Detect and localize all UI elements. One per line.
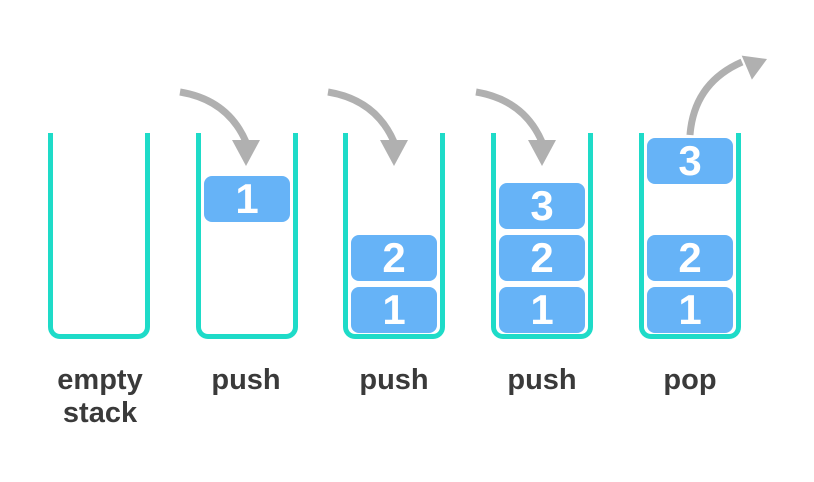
stack-block: 3 — [499, 183, 585, 229]
stage-label: push — [507, 364, 577, 396]
stack-block: 2 — [351, 235, 437, 281]
stack-container-push-1: 1 — [196, 133, 298, 339]
stack-container-empty — [48, 133, 150, 339]
stack-block: 1 — [351, 287, 437, 333]
stack-container-pop: 3 2 1 — [639, 133, 741, 339]
push-arrow-icon — [179, 88, 260, 166]
pop-arrow-icon — [686, 55, 767, 136]
stage-label: push — [211, 364, 281, 396]
stage-label: push — [359, 364, 429, 396]
stack-block: 2 — [647, 235, 733, 281]
push-arrow-icon — [475, 88, 556, 166]
stack-block: 1 — [647, 287, 733, 333]
stack-block: 2 — [499, 235, 585, 281]
stage-label: pop — [663, 364, 717, 396]
stack-container-push-2: 2 1 — [343, 133, 445, 339]
stack-block: 1 — [204, 176, 290, 222]
stack-block: 3 — [647, 138, 733, 184]
stack-container-push-3: 3 2 1 — [491, 133, 593, 339]
stack-block: 1 — [499, 287, 585, 333]
push-arrow-icon — [327, 88, 408, 166]
stage-label: empty stack — [57, 364, 143, 429]
